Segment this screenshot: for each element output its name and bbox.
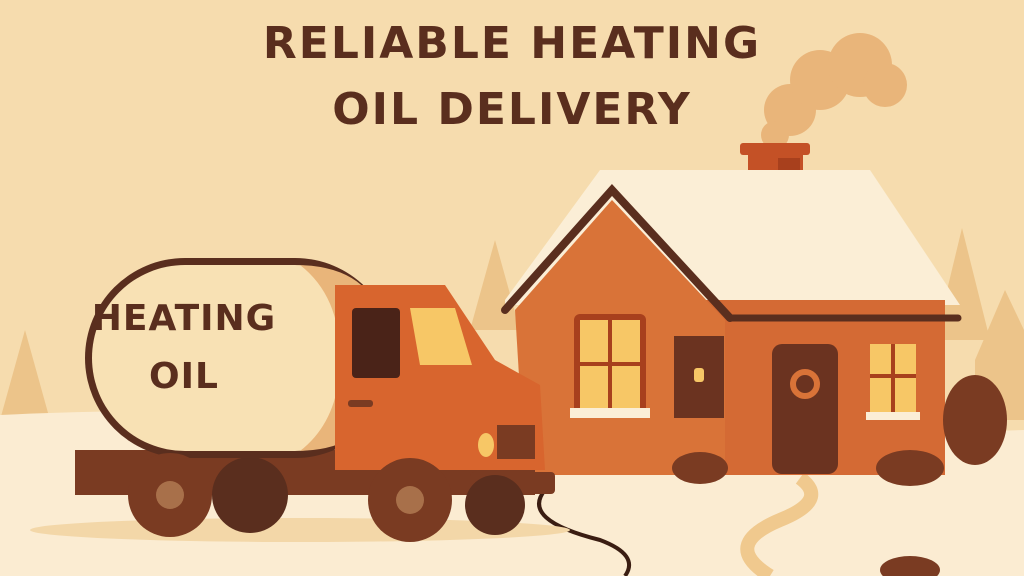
house-icon	[501, 143, 1007, 576]
headline-line-1: RELIABLE HEATING	[262, 18, 762, 69]
tank-label-line-2: OIL	[149, 356, 219, 397]
oil-truck-icon	[30, 258, 570, 542]
tank-label-line-1: HEATING	[91, 298, 277, 339]
truck-wheels	[128, 453, 525, 542]
headline-line-2: OIL DELIVERY	[332, 84, 692, 135]
fuel-hose	[537, 488, 632, 576]
garden-path	[740, 472, 819, 576]
chimney-smoke-icon	[761, 33, 907, 149]
